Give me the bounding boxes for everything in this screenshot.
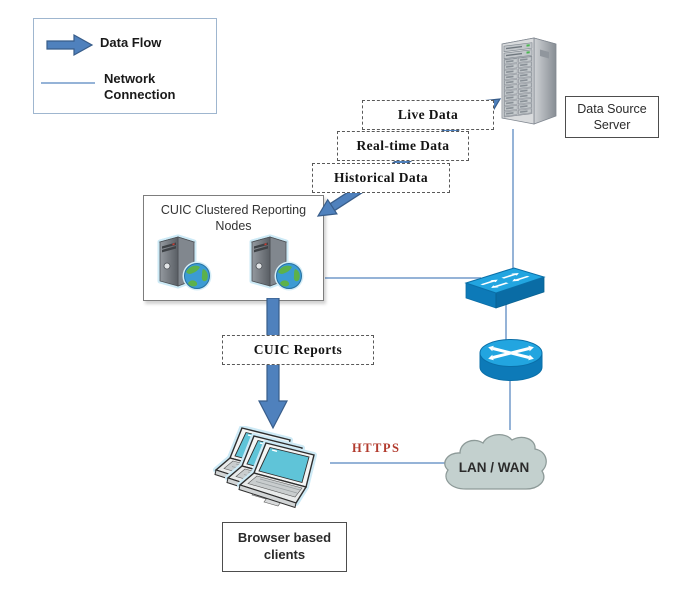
legend-box: Data Flow Network Connection — [33, 18, 217, 114]
flow-box-real-time-data: Real-time Data — [337, 131, 469, 161]
browser-clients-label: Browser based clients — [237, 530, 332, 562]
lan-wan-label: LAN / WAN — [459, 460, 530, 475]
network-connection-label: Network Connection — [104, 71, 176, 103]
switch-to-router-line — [505, 303, 507, 345]
https-label: HTTPS — [352, 441, 401, 455]
browser-clients-label-box: Browser based clients — [222, 522, 347, 572]
data-flow-arrow-icon — [46, 33, 94, 57]
switch-icon — [464, 267, 546, 309]
data-source-server-label-box: Data Source Server — [565, 96, 659, 138]
historical-data-label: Historical Data — [333, 170, 429, 185]
data-flow-label: Data Flow — [100, 35, 162, 50]
cuic-to-switch-line — [325, 277, 481, 279]
flow-box-live-data: Live Data — [362, 100, 494, 130]
router-icon — [479, 339, 543, 382]
flow-box-cuic-reports: CUIC Reports — [222, 335, 374, 365]
browser-clients-laptops-icon — [212, 426, 336, 514]
flow-box-historical-data: Historical Data — [312, 163, 450, 193]
cuic-reports-arrow — [258, 298, 288, 430]
network-connection-line-sample — [41, 82, 95, 84]
cuic-cluster-label: CUIC Clustered Reporting Nodes — [160, 203, 307, 234]
globe-icon — [274, 261, 304, 291]
server-to-switch-line — [512, 129, 514, 272]
reporting-node-icon — [249, 234, 304, 291]
live-data-label: Live Data — [397, 107, 459, 122]
cuic-reports-label: CUIC Reports — [253, 342, 343, 357]
reporting-node-icon — [157, 234, 212, 291]
data-source-server-label: Data Source Server — [577, 101, 647, 132]
globe-icon — [182, 261, 212, 291]
https-connection-line — [330, 462, 446, 464]
cuic-cluster-box: CUIC Clustered Reporting Nodes — [143, 195, 324, 301]
lan-wan-cloud: LAN / WAN — [444, 434, 547, 490]
data-source-server-icon — [501, 37, 557, 125]
real-time-data-label: Real-time Data — [356, 138, 450, 153]
router-to-cloud-line — [509, 380, 511, 430]
